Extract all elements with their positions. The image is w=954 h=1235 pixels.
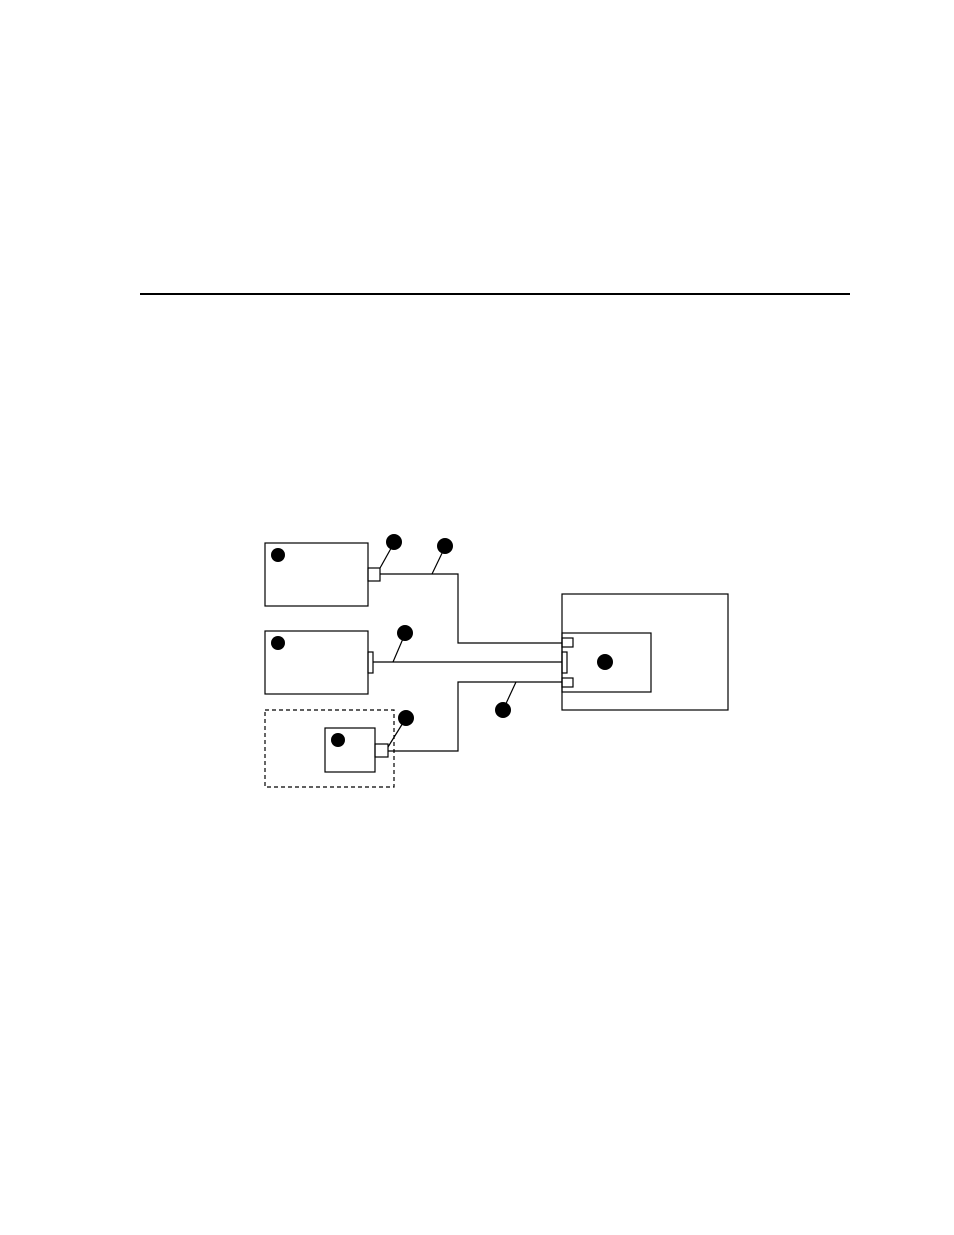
- callout-marker: [271, 548, 285, 562]
- callout-marker: [437, 538, 453, 554]
- module-connector-lower: [562, 678, 573, 687]
- callout-marker: [597, 654, 613, 670]
- cable-bottom: [388, 682, 562, 751]
- device-top-connector: [368, 568, 380, 581]
- callout-marker: [271, 636, 285, 650]
- module-connector-upper: [562, 638, 573, 647]
- device-middle-connector: [368, 652, 373, 673]
- module-connector-middle: [562, 652, 567, 673]
- callout-marker: [331, 733, 345, 747]
- callout-marker: [495, 702, 511, 718]
- callout-marker: [386, 534, 402, 550]
- device-bottom-inner-box: [325, 728, 375, 772]
- device-bottom-connector: [375, 744, 388, 757]
- callout-marker: [398, 710, 414, 726]
- callout-marker: [397, 625, 413, 641]
